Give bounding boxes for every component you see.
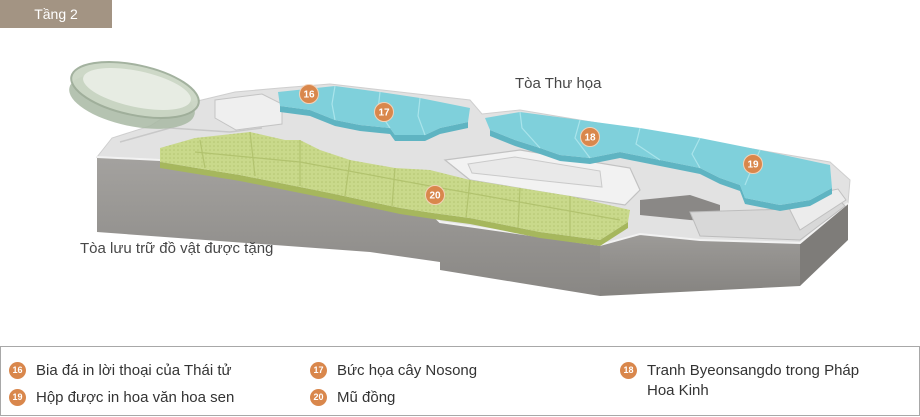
legend-label: Bia đá in lời thoại của Thái tử <box>36 362 232 379</box>
legend-badge: 17 <box>310 362 327 379</box>
marker-number: 16 <box>303 90 315 101</box>
glass-cylinder <box>69 61 200 129</box>
building-walls <box>97 157 848 296</box>
legend-label: Bức họa cây Nosong <box>337 362 478 379</box>
donation-hall-label: Tòa lưu trữ đồ vật được tặng <box>80 240 274 257</box>
legend-item: 19 Hộp được in hoa văn hoa sen <box>9 388 234 408</box>
legend: 16 Bia đá in lời thoại của Thái tử 17 Bứ… <box>0 346 920 416</box>
legend-item: 18 Tranh Byeonsangdo trong Pháp Hoa Kinh <box>620 361 875 401</box>
corridor-wall <box>119 127 263 143</box>
marker-number: 18 <box>584 133 596 144</box>
legend-item: 17 Bức họa cây Nosong <box>310 361 477 381</box>
room-west <box>214 93 283 131</box>
legend-label: Hộp được in hoa văn hoa sen <box>36 389 235 406</box>
donation-hall-wing <box>160 131 630 246</box>
marker-number: 17 <box>378 108 390 119</box>
marker-number: 20 <box>429 191 441 202</box>
marker-17[interactable]: 17 <box>374 102 394 122</box>
legend-badge: 19 <box>9 389 26 406</box>
legend-label: Tranh Byeonsangdo trong Pháp Hoa Kinh <box>647 362 860 399</box>
end-wall <box>800 203 848 286</box>
marker-number: 19 <box>747 160 759 171</box>
legend-item: 16 Bia đá in lời thoại của Thái tử <box>9 361 232 381</box>
legend-badge: 16 <box>9 362 26 379</box>
floor-tab[interactable]: Tầng 2 <box>0 0 112 28</box>
marker-20[interactable]: 20 <box>425 185 445 205</box>
legend-item: 20 Mũ đồng <box>310 388 395 408</box>
legend-badge: 18 <box>620 362 637 379</box>
front-wall <box>97 157 600 296</box>
marker-18[interactable]: 18 <box>580 127 600 147</box>
floor-map: 16 17 18 19 20 <box>69 61 851 296</box>
calligraphy-hall-label: Tòa Thư họa <box>515 75 602 92</box>
marker-16[interactable]: 16 <box>299 84 319 104</box>
room-central-inner <box>467 156 603 188</box>
front-wall-east <box>600 234 800 296</box>
legend-label: Mũ đồng <box>337 389 396 406</box>
marker-19[interactable]: 19 <box>743 154 763 174</box>
legend-badge: 20 <box>310 389 327 406</box>
